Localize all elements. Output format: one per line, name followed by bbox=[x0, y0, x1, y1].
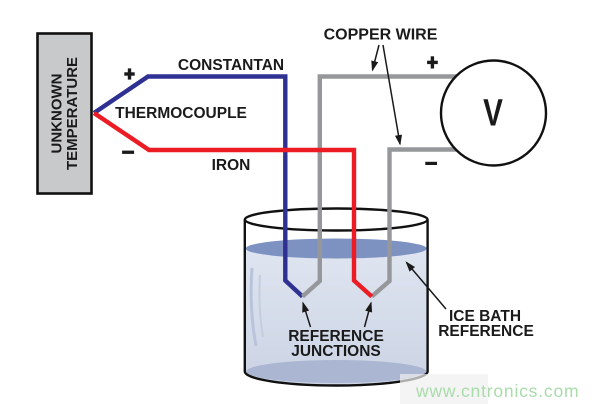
svg-text:COPPER WIRE: COPPER WIRE bbox=[324, 27, 438, 44]
svg-text:CONSTANTAN: CONSTANTAN bbox=[178, 57, 284, 74]
svg-text:TEMPERATURE: TEMPERATURE bbox=[64, 57, 81, 170]
svg-text:THERMOCOUPLE: THERMOCOUPLE bbox=[115, 105, 247, 122]
svg-text:ICE BATH: ICE BATH bbox=[449, 308, 521, 325]
svg-text:JUNCTIONS: JUNCTIONS bbox=[291, 343, 381, 360]
svg-text:V: V bbox=[483, 92, 503, 134]
svg-text:REFERENCE: REFERENCE bbox=[288, 328, 384, 345]
svg-text:IRON: IRON bbox=[212, 157, 251, 174]
svg-text:UNKNOWN: UNKNOWN bbox=[49, 74, 66, 154]
svg-text:REFERENCE: REFERENCE bbox=[438, 323, 534, 340]
svg-text:www.cntronics.com: www.cntronics.com bbox=[415, 381, 579, 401]
